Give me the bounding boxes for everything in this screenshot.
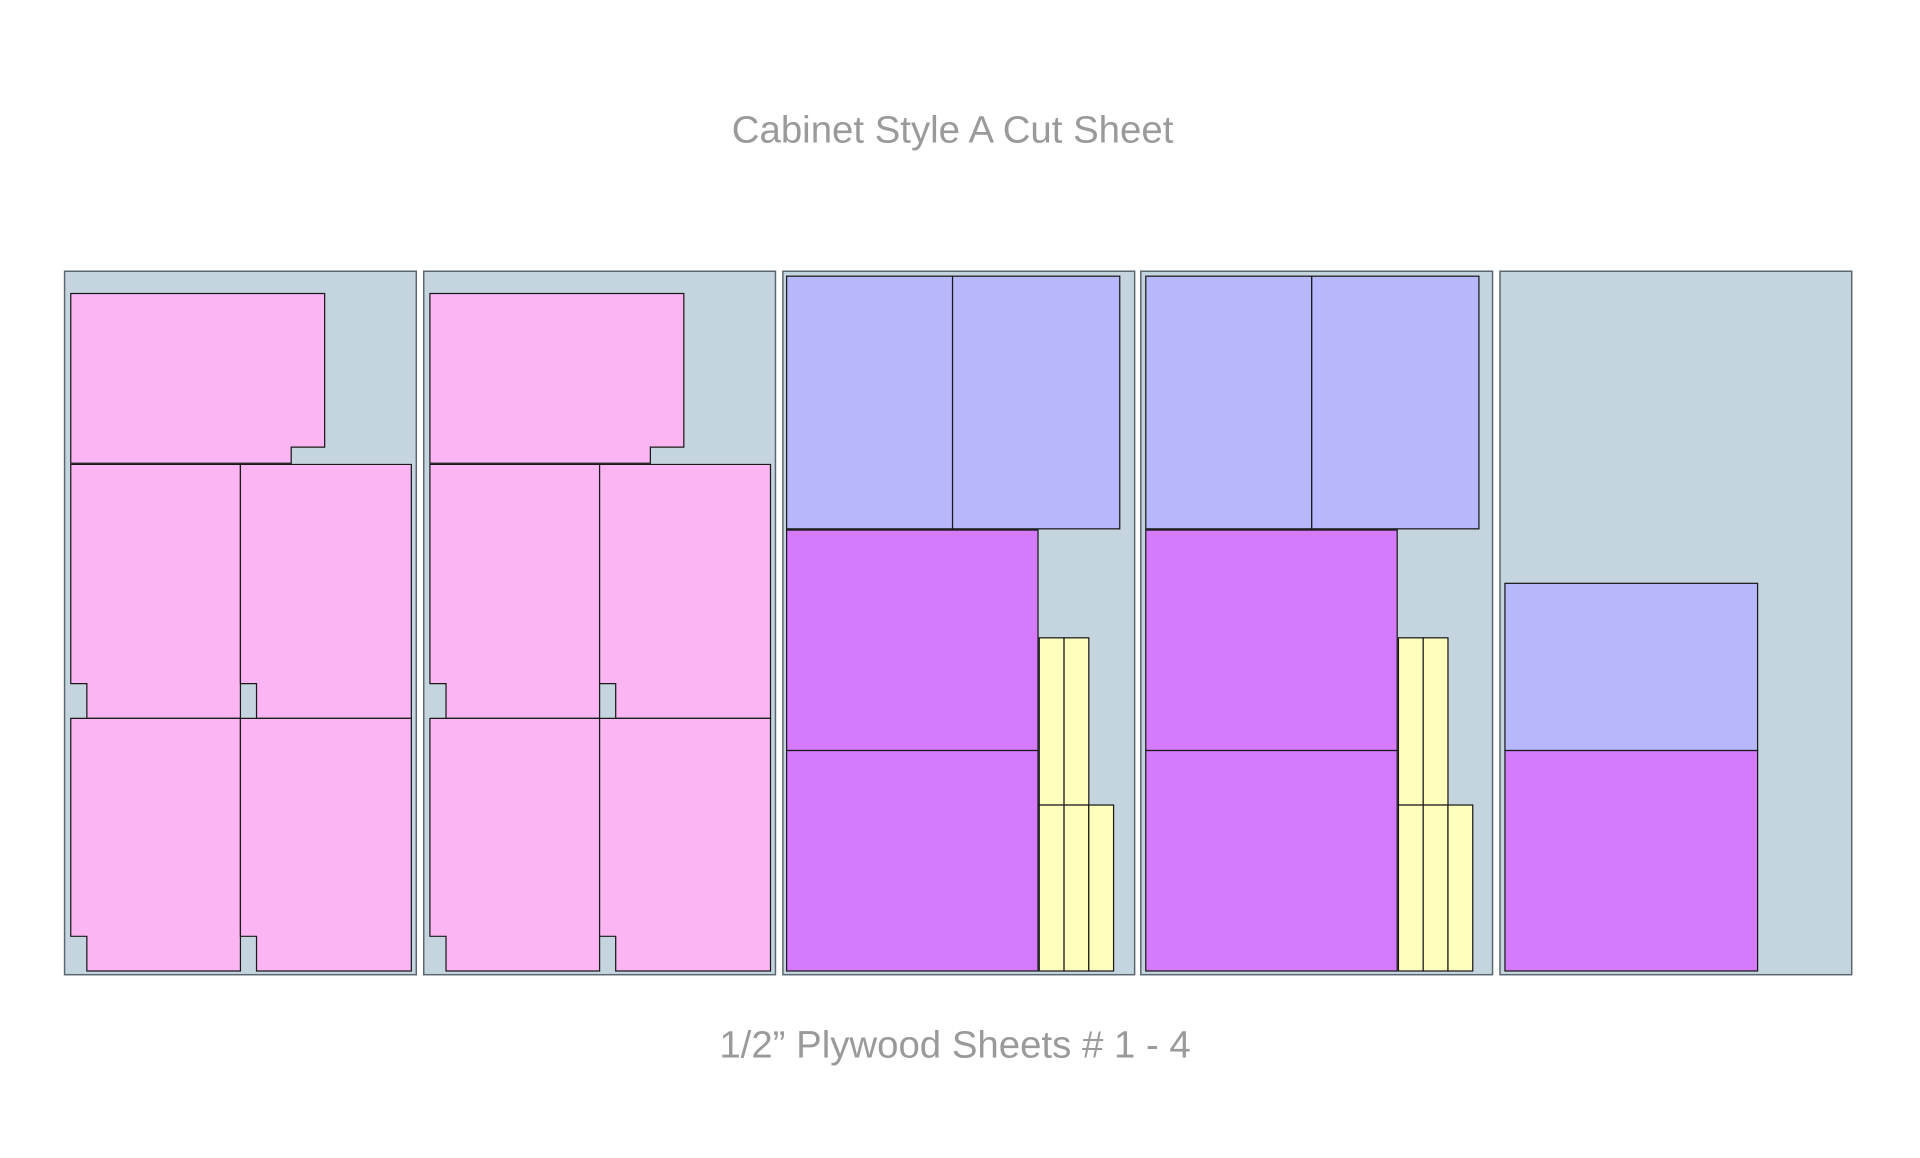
yellow-strip (1038, 637, 1065, 806)
blue-panel (785, 275, 954, 530)
blue-panel (1504, 582, 1759, 752)
pink-side-panel (239, 463, 412, 719)
pink-side-panel (70, 463, 242, 719)
yellow-strip (1422, 637, 1449, 806)
pink-side-panel (598, 463, 772, 719)
yellow-strip (1422, 804, 1449, 972)
pink-side-panel (429, 463, 601, 719)
yellow-strip (1397, 637, 1424, 806)
diagram-title: Cabinet Style A Cut Sheet (732, 108, 1174, 151)
purple-panel (785, 529, 1039, 752)
pink-side-panel (429, 717, 601, 972)
pink-top-panel (70, 292, 326, 464)
blue-panel (1145, 275, 1313, 530)
purple-panel (1504, 749, 1759, 972)
yellow-strip (1397, 804, 1424, 972)
yellow-strip (1447, 804, 1474, 972)
pink-side-panel (239, 717, 412, 972)
pink-top-panel (429, 292, 685, 464)
yellow-strip (1088, 804, 1115, 972)
plywood-sheets (63, 270, 1853, 976)
pink-side-panel (70, 717, 242, 972)
sheets-caption: 1/2” Plywood Sheets # 1 - 4 (719, 1024, 1190, 1067)
purple-panel (785, 749, 1039, 972)
yellow-strip (1038, 804, 1065, 972)
yellow-strip (1063, 804, 1090, 972)
blue-panel (1311, 275, 1480, 530)
blue-panel (951, 275, 1121, 530)
purple-panel (1145, 749, 1398, 972)
pink-side-panel (598, 717, 772, 972)
purple-panel (1145, 529, 1398, 752)
yellow-strip (1063, 637, 1090, 806)
